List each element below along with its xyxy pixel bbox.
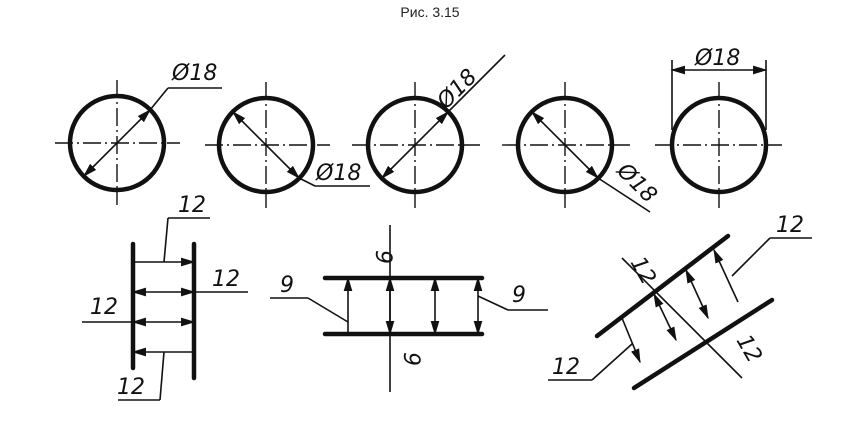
- diameter-label-1: Ø18: [171, 61, 217, 86]
- ladder-diagonal-label-top-right: 12: [776, 213, 804, 238]
- ladder-vertical-label-right: 12: [212, 267, 240, 292]
- ladder-diagonal-figure: 12 12 12 12: [548, 213, 812, 391]
- ladder-horizontal-label-right: 9: [512, 283, 526, 308]
- ladder-horizontal-figure: 9 9 9 9: [270, 225, 548, 392]
- circle-diameter-1: Ø18: [55, 61, 222, 205]
- ladder-horizontal-label-left: 9: [280, 273, 294, 298]
- diameter-label-5: Ø18: [694, 46, 740, 71]
- diameter-label-4: Ø18: [611, 158, 661, 208]
- ladder-vertical-figure: 12 12 12 12: [82, 193, 248, 401]
- ladder-vertical-label-top: 12: [178, 193, 206, 218]
- ladder-vertical-label-left: 12: [90, 295, 118, 320]
- ladder-vertical-label-bottom: 12: [117, 375, 145, 400]
- ladder-horizontal-label-bottom: 9: [398, 352, 423, 366]
- ladder-diagonal-label-top-left: 12: [625, 253, 661, 290]
- ladder-diagonal-label-bottom-right: 12: [731, 331, 767, 368]
- circle-diameter-4: Ø18: [502, 82, 661, 213]
- figure-caption: Рис. 3.15: [400, 4, 460, 20]
- circle-diameter-5: Ø18: [655, 46, 782, 208]
- ladder-horizontal-label-top: 9: [370, 250, 395, 264]
- circle-diameter-2: Ø18: [205, 82, 370, 208]
- ladder-diagonal-label-bottom-left: 12: [552, 355, 580, 380]
- diameter-label-2: Ø18: [315, 161, 361, 186]
- circle-diameter-3: Ø18: [352, 54, 506, 208]
